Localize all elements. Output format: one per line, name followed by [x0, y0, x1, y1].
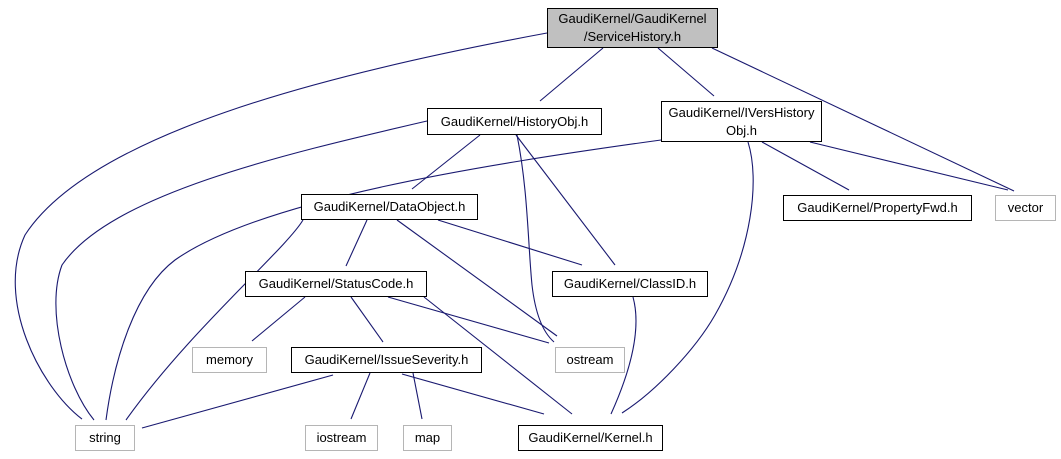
edge-issueseverity-to-iostream [350, 372, 371, 420]
edge-historyobj-to-classid [515, 134, 616, 266]
edge-servicehistory-to-historyobj [539, 47, 604, 102]
edge-historyobj-to-dataobject [411, 134, 481, 190]
node-issueseverity[interactable]: GaudiKernel/IssueSeverity.h [291, 347, 482, 373]
node-ostream: ostream [555, 347, 625, 373]
edge-statuscode-to-memory [251, 296, 306, 342]
edge-ivershistoryobj-to-vector [809, 141, 1009, 191]
node-map: map [403, 425, 452, 451]
node-classid[interactable]: GaudiKernel/ClassID.h [552, 271, 708, 297]
edge-ivershistoryobj-to-string [105, 139, 662, 421]
edge-ivershistoryobj-to-propertyfwd [761, 141, 850, 191]
node-dataobject[interactable]: GaudiKernel/DataObject.h [301, 194, 478, 220]
edge-dataobject-to-statuscode [345, 219, 368, 267]
edge-statuscode-to-ostream [387, 296, 550, 344]
node-propertyfwd[interactable]: GaudiKernel/PropertyFwd.h [783, 195, 972, 221]
node-statuscode[interactable]: GaudiKernel/StatusCode.h [245, 271, 427, 297]
edge-dataobject-to-classid [437, 219, 583, 266]
edge-historyobj-to-ostream [516, 134, 555, 343]
edge-issueseverity-to-kernel [401, 373, 545, 415]
node-ivershistoryobj[interactable]: GaudiKernel/IVersHistory Obj.h [661, 101, 822, 142]
node-kernel[interactable]: GaudiKernel/Kernel.h [518, 425, 663, 451]
edge-statuscode-to-issueseverity [350, 296, 384, 343]
node-iostream: iostream [305, 425, 378, 451]
edge-issueseverity-to-map [412, 372, 423, 420]
edge-dataobject-to-string [125, 219, 304, 421]
edge-dataobject-to-ostream [396, 219, 558, 337]
node-string: string [75, 425, 135, 451]
node-historyobj[interactable]: GaudiKernel/HistoryObj.h [427, 108, 602, 135]
edge-issueseverity-to-string [141, 374, 334, 429]
edge-servicehistory-to-ivershistoryobj [657, 47, 715, 97]
node-servicehistory: GaudiKernel/GaudiKernel /ServiceHistory.… [547, 8, 718, 48]
node-vector: vector [995, 195, 1056, 221]
edge-servicehistory-to-string [14, 32, 548, 420]
edge-classid-to-kernel [610, 296, 637, 415]
edge-servicehistory-to-vector [711, 47, 1015, 192]
node-memory: memory [192, 347, 267, 373]
edge-historyobj-to-string [55, 120, 428, 421]
edges [14, 32, 1015, 429]
edge-ivershistoryobj-to-kernel [621, 141, 754, 414]
edge-statuscode-to-kernel [423, 296, 573, 415]
